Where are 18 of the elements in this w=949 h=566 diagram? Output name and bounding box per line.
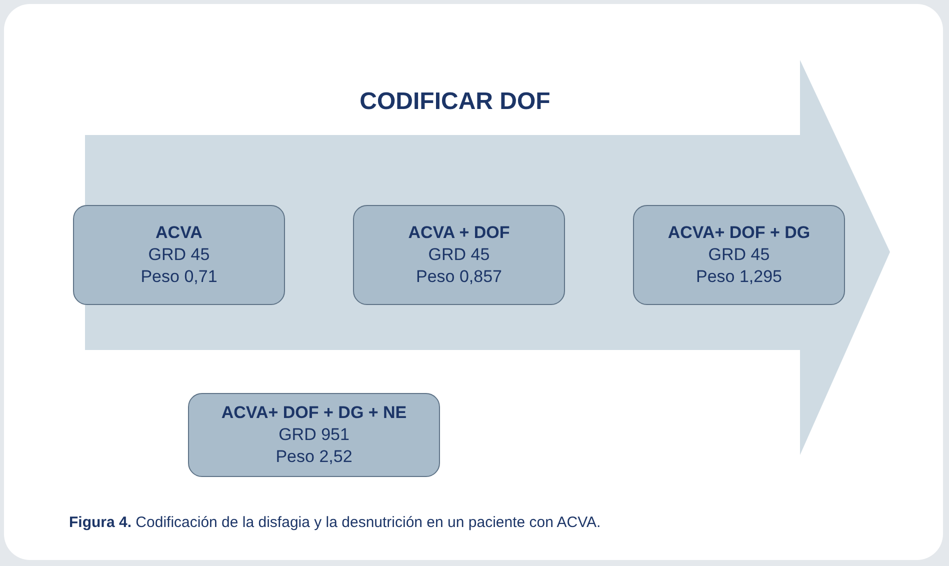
- box-heading: ACVA + DOF: [408, 222, 510, 244]
- diagram-title: CODIFICAR DOF: [358, 88, 552, 116]
- process-box: [188, 393, 440, 477]
- box-text: GRD 45: [428, 244, 490, 266]
- box-text: Peso 0,857: [416, 266, 502, 288]
- box-text: Peso 0,71: [140, 266, 218, 288]
- box-heading: ACVA+ DOF + DG + NE: [221, 402, 407, 424]
- box-text: GRD 45: [708, 244, 770, 266]
- box-heading: ACVA+ DOF + DG: [668, 222, 810, 244]
- process-box: [353, 205, 565, 305]
- box-text: GRD 45: [148, 244, 210, 266]
- figure-caption: Figura 4. Codificación de la disfagia y la desnutrición en un paciente con ACVA.: [69, 514, 601, 531]
- process-box: [633, 205, 845, 305]
- box-text: Peso 1,295: [696, 266, 782, 288]
- box-heading: ACVA: [156, 222, 202, 244]
- process-box: [73, 205, 285, 305]
- box-text: Peso 2,52: [276, 446, 352, 468]
- box-text: GRD 951: [278, 424, 350, 446]
